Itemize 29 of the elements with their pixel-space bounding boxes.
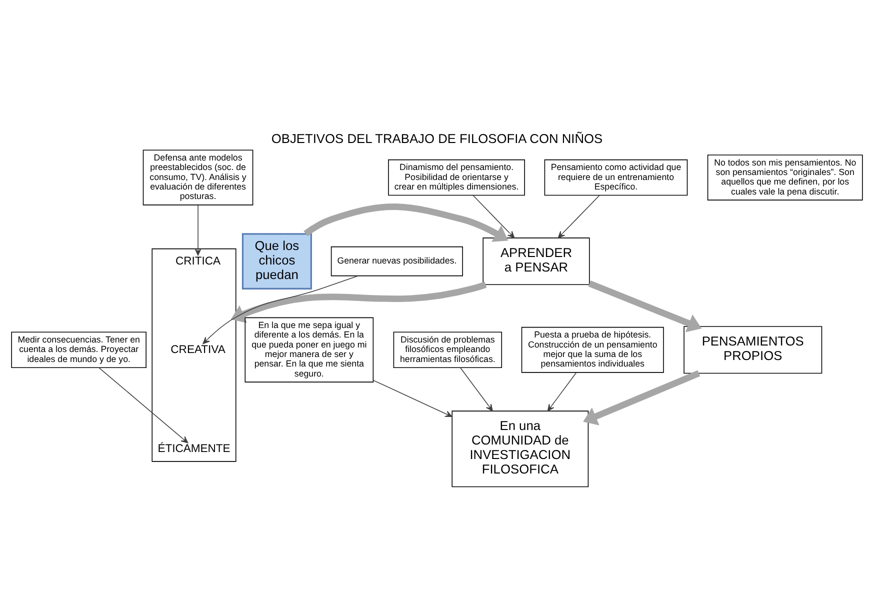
node-box: Generar nuevas posibilidades. [330, 246, 463, 276]
arrow [472, 194, 515, 238]
node-box: Medir consecuencias. Tener en cuenta a los demás. Proyectar ideales de mundo y de yo. [11, 331, 146, 368]
node-box: En una COMUNIDAD de INVESTIGACION FILOSOFICA [452, 410, 589, 487]
arrow [194, 204, 202, 256]
node-box: En la que me sepa igual y diferente a los demás. En la que pueda poner en juego mi mejor manera de ser y pensar. En la que me sienta seguro. [244, 316, 374, 382]
node-text: CREATIVA [170, 343, 226, 356]
arrow [588, 280, 702, 332]
arrow [583, 370, 700, 425]
arrow [547, 372, 577, 411]
arrow [304, 203, 508, 242]
node-text: ÉTICAMENTE [158, 442, 230, 454]
node-box: Dinamismo del pensamiento. Posibilidad de orientarse y crear en múltiples dimensiones. [388, 158, 525, 196]
node-box: Discusión de problemas filosóficos empleando herramientas filosóficas. [393, 331, 502, 368]
arrow [372, 379, 452, 416]
node-box: Puesta a prueba de hipótesis. Construcción de un pensamiento mejor que la suma de los pensamientos individuales [521, 326, 664, 372]
arrow [202, 274, 358, 344]
arrow [460, 366, 493, 411]
node-box: No todos son mis pensamientos. No son pensamientos “originales”. Son aquellos que me definen, por los cuales vale la pena discutir. [707, 154, 863, 200]
arrow [558, 194, 600, 238]
arrow [98, 366, 188, 443]
node-box: APRENDER a PENSAR [482, 237, 590, 285]
node-box: Que los chicos puedan [242, 232, 312, 289]
node-box: Pensamiento como actividad que requiere de un entrenamiento Específico. [544, 158, 688, 196]
node-text: CRITICA [175, 254, 221, 267]
node-box: Defensa ante modelos preestablecidos (soc. de consumo, TV). Análisis y evaluación de diferentes posturas. [142, 149, 254, 205]
arrow [230, 281, 487, 322]
diagram-title: OBJETIVOS DEL TRABAJO DE FILOSOFIA CON NIÑOS [271, 130, 603, 146]
node-box: PENSAMIENTOS PROPIOS [684, 326, 822, 374]
